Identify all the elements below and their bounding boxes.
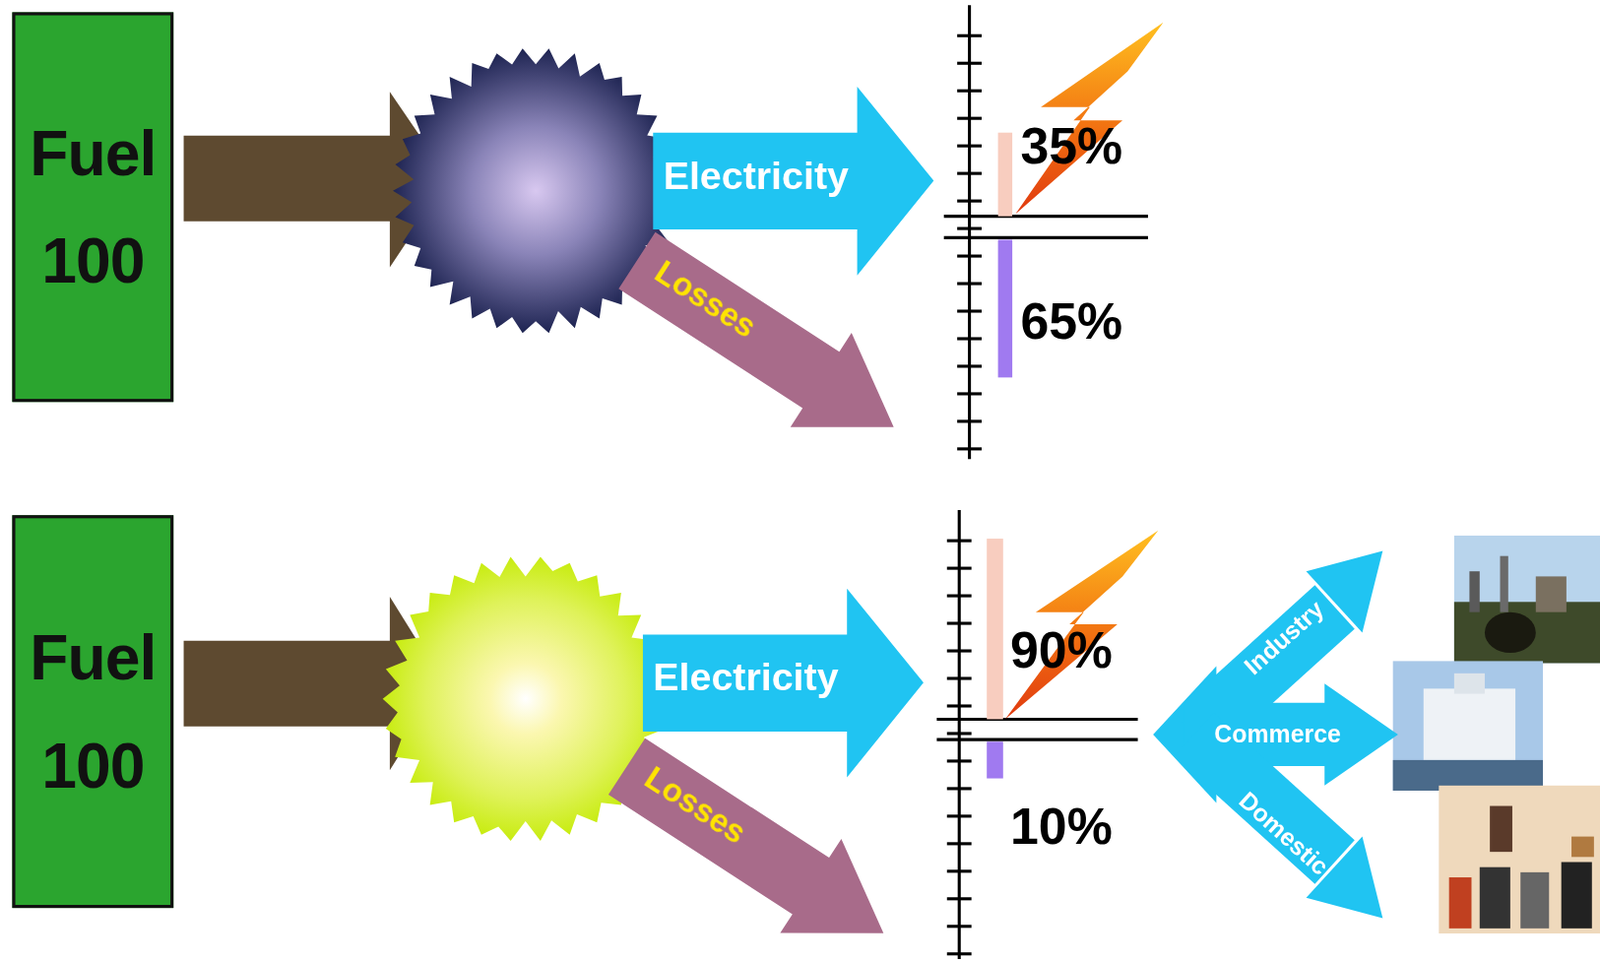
axis-ticks <box>947 540 972 955</box>
losses-arrow: Losses <box>596 719 915 962</box>
arrow-label: Electricity <box>652 657 838 697</box>
losses-bar <box>986 741 1004 778</box>
arrow-label: Commerce <box>1214 722 1342 748</box>
axis-line <box>936 717 1138 721</box>
distribution-arrow: IndustryCommerceDomestic <box>1152 535 1399 939</box>
percent-label: 35% <box>1020 120 1123 172</box>
electricity-arrow: Electricity <box>652 86 934 276</box>
percent-label-text: 90% <box>1010 621 1113 679</box>
axis-line <box>944 214 1149 218</box>
fuel-box: Fuel 100 <box>11 11 174 402</box>
percent-label-text: 65% <box>1020 292 1123 350</box>
fuel-box: Fuel 100 <box>11 514 174 908</box>
losses-arrow-shape <box>596 719 915 962</box>
lightning-bolt <box>1015 22 1163 215</box>
axis-line <box>944 236 1149 240</box>
percent-label-text: 10% <box>1010 797 1113 855</box>
arrow-label: Electricity <box>663 156 849 195</box>
losses-arrow: Losses <box>606 213 925 475</box>
commerce-photo <box>1393 660 1543 791</box>
industry-photo <box>1454 535 1600 664</box>
electricity-bar <box>986 538 1004 719</box>
percent-label: 65% <box>1020 295 1123 347</box>
electricity-arrow: Electricity <box>642 588 924 778</box>
domestic-photo <box>1438 785 1600 934</box>
fuel-label: Fuel 100 <box>21 99 165 315</box>
percent-label-text: 35% <box>1020 117 1123 175</box>
losses-bar <box>998 239 1014 378</box>
percent-label: 10% <box>1010 800 1113 852</box>
lightning-bolt <box>1005 530 1158 720</box>
fuel-label: Fuel 100 <box>21 603 165 819</box>
percent-label: 90% <box>1010 624 1113 676</box>
electricity-bar <box>998 132 1014 217</box>
axis-ticks <box>957 35 982 449</box>
axis-line <box>936 738 1138 742</box>
losses-arrow-shape <box>606 213 925 475</box>
axis <box>967 4 971 459</box>
